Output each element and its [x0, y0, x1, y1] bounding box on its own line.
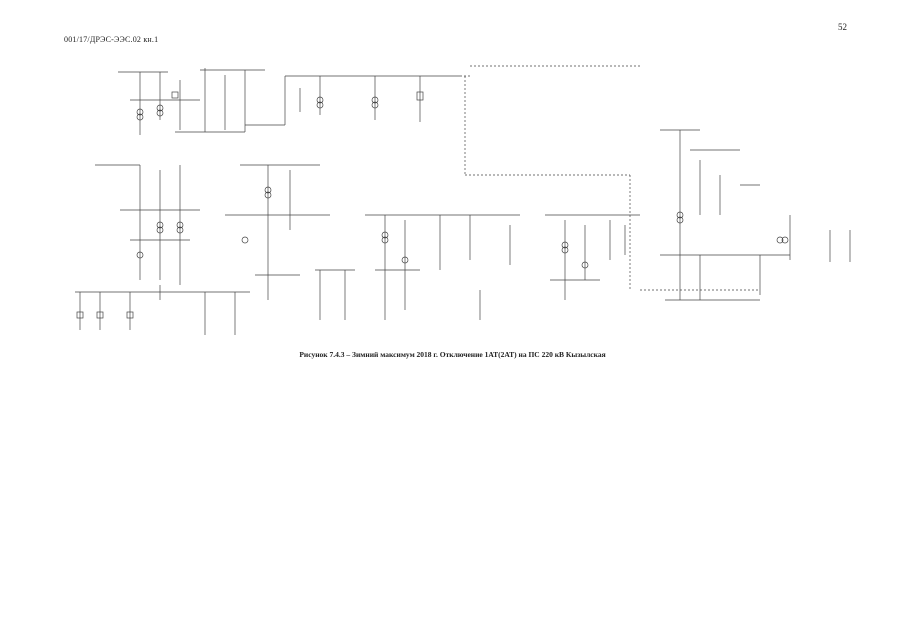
substation-center-right — [365, 214, 520, 320]
substation-top-left — [118, 68, 265, 135]
bus-top — [245, 75, 460, 126]
substation-mid-left — [95, 164, 200, 285]
page-number: 52 — [838, 22, 847, 32]
substation-right — [660, 129, 851, 301]
substation-center — [225, 164, 355, 320]
figure-caption: Рисунок 7.4.3 – Зимний максимум 2018 г. … — [299, 350, 606, 359]
bus-bottom-left — [75, 285, 250, 335]
document-code: 001/17/ДРЭС-ЭЭС.02 кн.1 — [64, 35, 159, 44]
substation-right-center — [545, 214, 640, 300]
